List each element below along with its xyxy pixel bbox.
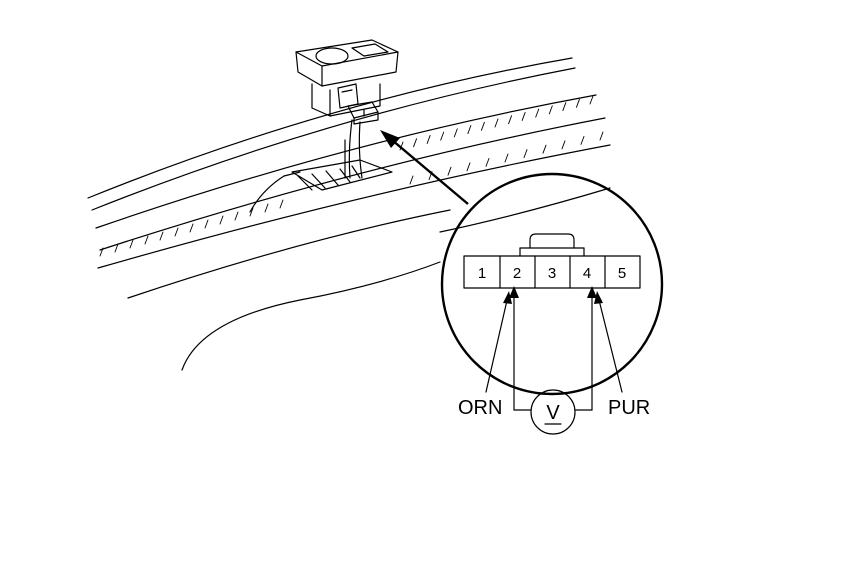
trim-tick xyxy=(508,115,513,125)
trim-tick xyxy=(249,207,254,217)
pin-4-label: 4 xyxy=(583,265,591,282)
trim-tick xyxy=(144,235,149,245)
trim-tick xyxy=(535,108,540,118)
trim-tick-marks-lower xyxy=(409,131,604,185)
trim-tick xyxy=(409,175,414,185)
trim-tick xyxy=(521,111,526,121)
trim-tick xyxy=(599,131,604,141)
pin-2-label: 2 xyxy=(513,265,521,282)
trim-tick xyxy=(440,131,445,141)
connector-face: 1 2 3 4 5 xyxy=(463,233,641,289)
power-window-switch xyxy=(295,39,399,125)
trim-tick xyxy=(485,157,490,167)
trim-tick xyxy=(467,125,472,135)
voltmeter-symbol: V xyxy=(546,402,560,424)
trim-tick xyxy=(561,140,566,150)
trim-tick xyxy=(447,166,452,176)
trim-tick xyxy=(279,199,284,209)
trim-tick xyxy=(174,227,179,237)
trim-tick xyxy=(413,138,418,148)
trim-tick xyxy=(159,231,164,241)
trim-tick xyxy=(580,135,585,145)
trim-tick xyxy=(453,128,458,138)
trim-tick xyxy=(494,118,499,128)
detail-pointer-arrow xyxy=(380,130,469,205)
dashboard-panel xyxy=(87,57,611,371)
trim-tick xyxy=(189,223,194,233)
trim-tick xyxy=(114,243,119,253)
wire-label-orn: ORN xyxy=(458,397,502,419)
voltmeter-icon: V xyxy=(530,389,576,435)
trim-tick xyxy=(219,215,224,225)
trim-tick xyxy=(129,239,134,249)
trim-tick xyxy=(575,98,580,108)
switch-mounting-slot xyxy=(291,159,393,191)
trim-tick-marks-upper xyxy=(99,95,594,257)
trim-tick xyxy=(99,247,104,257)
trim-tick xyxy=(523,149,528,159)
pin-1-label: 1 xyxy=(478,265,486,282)
pin-3-label: 3 xyxy=(548,265,556,282)
trim-tick xyxy=(548,105,553,115)
trim-tick xyxy=(426,134,431,144)
trim-tick xyxy=(562,102,567,112)
trim-tick xyxy=(504,153,509,163)
trim-tick xyxy=(480,121,485,131)
trim-tick xyxy=(542,144,547,154)
trim-tick xyxy=(466,162,471,172)
wire-harness xyxy=(344,119,363,179)
trim-tick xyxy=(264,203,269,213)
trim-tick xyxy=(589,95,594,105)
meter-probe-leads xyxy=(485,286,623,411)
pin-5-label: 5 xyxy=(618,265,626,282)
wire-label-pur: PUR xyxy=(608,397,650,419)
trim-tick xyxy=(204,219,209,229)
detail-magnifier-circle xyxy=(440,172,664,396)
trim-tick xyxy=(234,211,239,221)
